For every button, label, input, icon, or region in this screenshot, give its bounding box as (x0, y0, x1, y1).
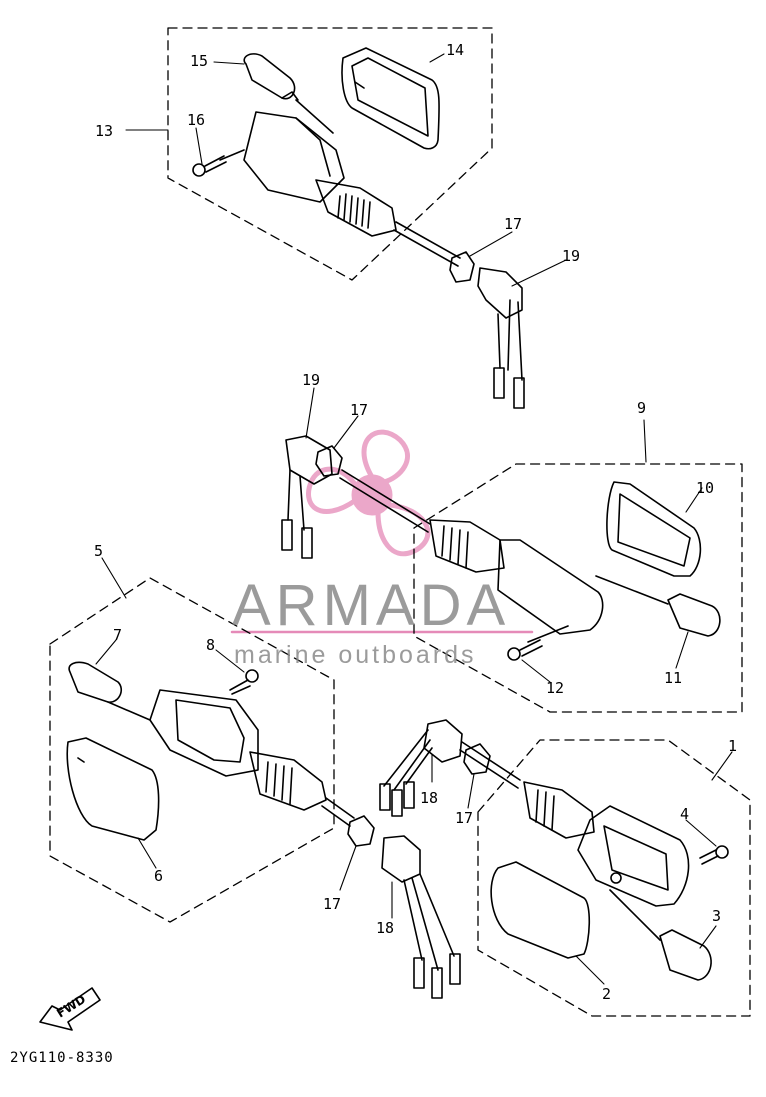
callout-13: 13 (95, 122, 114, 140)
lens-2 (490, 861, 591, 959)
watermark-tagline: marine outboards (234, 641, 477, 669)
callout-11: 11 (664, 669, 683, 687)
group-13-dashed-box (167, 27, 493, 281)
diagram-code: 2YG110-8330 (10, 1050, 114, 1066)
bulb-11 (595, 575, 721, 637)
callout-16: 16 (187, 111, 206, 129)
grommet-19-top (477, 267, 525, 409)
housing-9 (339, 469, 604, 643)
callout-7: 7 (113, 626, 123, 644)
callout-19-top: 19 (562, 247, 581, 265)
housing-1 (523, 781, 690, 907)
screw-4 (699, 845, 729, 865)
bulb-15 (243, 53, 334, 134)
callout-17-top: 17 (504, 215, 523, 233)
screw-8 (229, 669, 259, 695)
lens-14 (341, 47, 440, 150)
grommet-18-lower-left (381, 835, 461, 999)
group-9-dashed-box (413, 463, 743, 713)
screw-16 (192, 155, 227, 177)
callout-19-middle: 19 (302, 371, 321, 389)
fwd-arrow: FWD (39, 987, 101, 1031)
nut-17-lower-right (463, 743, 491, 775)
callout-18-lower-left: 18 (376, 919, 395, 937)
callout-14: 14 (446, 41, 465, 59)
group-5-dashed-box (49, 577, 335, 923)
bulb-7 (68, 661, 151, 721)
callout-4: 4 (680, 805, 690, 823)
bulb-3 (609, 889, 712, 981)
callout-2: 2 (602, 985, 612, 1003)
callout-15: 15 (190, 52, 209, 70)
callout-10: 10 (696, 479, 715, 497)
watermark-brand: ARMADA (232, 573, 511, 638)
group-1-dashed-box (477, 739, 751, 1017)
grommet-18-lower-right (379, 719, 521, 817)
callout-17-lower-right: 17 (455, 809, 474, 827)
callout-8: 8 (206, 636, 216, 654)
lens-6 (66, 737, 160, 841)
callout-3: 3 (712, 907, 722, 925)
callout-18-lower-right: 18 (420, 789, 439, 807)
callout-9: 9 (637, 399, 647, 417)
watermark-propeller-logo (306, 429, 431, 557)
nut-17-lower-left (347, 815, 375, 847)
housing-5 (149, 689, 355, 827)
callout-12: 12 (546, 679, 565, 697)
housing-13 (219, 111, 461, 267)
fwd-label: FWD (54, 992, 88, 1021)
callout-1: 1 (728, 737, 738, 755)
callout-17-lower-left: 17 (323, 895, 342, 913)
nut-17-top (449, 251, 475, 283)
callout-6: 6 (154, 867, 164, 885)
leader-lines (95, 53, 733, 985)
nut-17-middle (315, 445, 343, 477)
callout-5: 5 (94, 542, 104, 560)
screw-12 (507, 639, 543, 661)
callout-17-middle: 17 (350, 401, 369, 419)
lens-10 (606, 481, 702, 577)
